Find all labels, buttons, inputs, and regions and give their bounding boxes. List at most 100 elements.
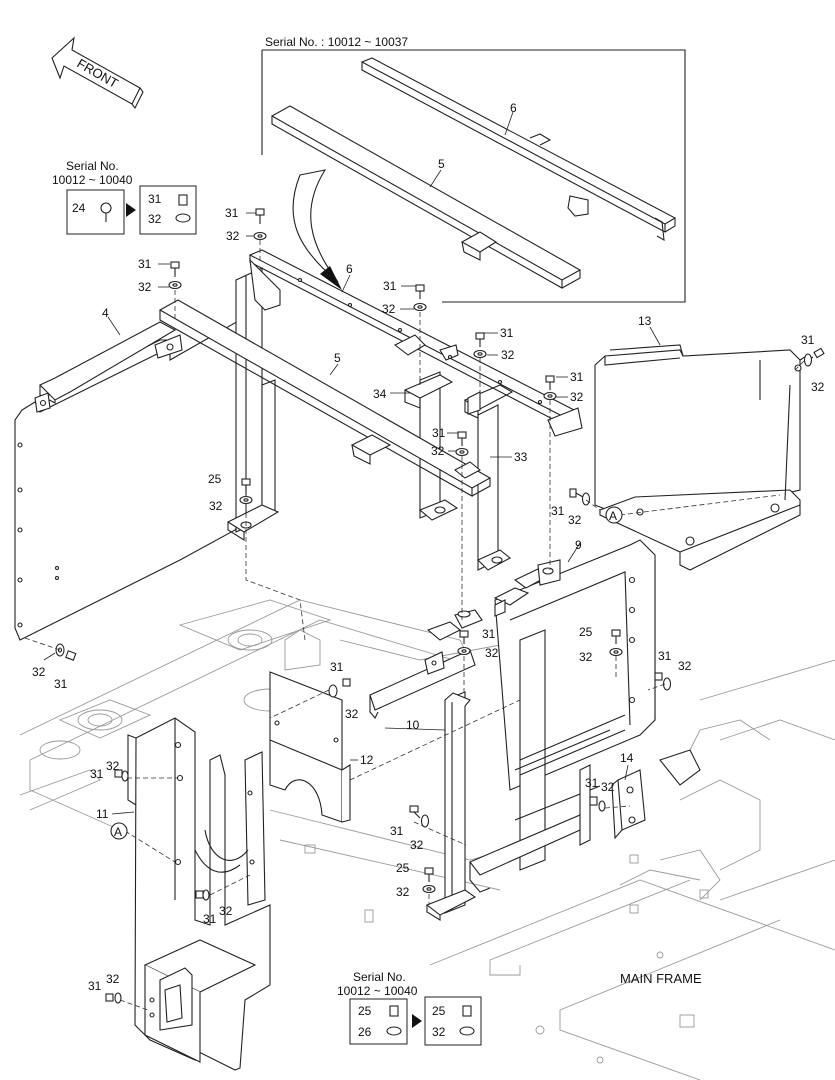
washer-icon <box>114 992 122 1004</box>
callout-6: 6 <box>346 262 353 276</box>
callout-32: 32 <box>209 499 223 513</box>
main-frame-label: MAIN FRAME <box>620 971 702 986</box>
washer-icon <box>543 391 557 401</box>
washer-icon <box>422 884 436 894</box>
bolt-icon <box>255 208 265 224</box>
callout-31: 31 <box>570 370 584 384</box>
leader-lines <box>43 111 661 815</box>
bolt-icon <box>342 678 351 687</box>
washer-icon <box>239 495 253 505</box>
washer-icon <box>662 677 672 691</box>
serial-left-line1: Serial No. <box>66 159 119 173</box>
callout-32: 32 <box>32 665 46 679</box>
callout-32: 32 <box>106 759 120 773</box>
callout-32: 32 <box>601 780 615 794</box>
callout-34: 34 <box>373 387 387 401</box>
bolt-icon <box>457 431 467 446</box>
bolt-icon <box>654 672 663 681</box>
callout-25: 25 <box>396 861 410 875</box>
callout-32: 32 <box>811 380 825 394</box>
serial-bottom-to-a: 25 <box>432 1004 446 1018</box>
part-14-bracket <box>611 749 701 840</box>
callout-32: 32 <box>579 650 593 664</box>
bolt-icon <box>65 650 77 661</box>
arrow-right-icon <box>412 1014 422 1028</box>
washer-icon <box>168 280 182 290</box>
bolt-icon <box>105 993 114 1002</box>
ref-marker-a-right: A <box>605 506 623 524</box>
part-6-bar <box>248 249 583 437</box>
callout-9: 9 <box>575 538 582 552</box>
callout-10: 10 <box>406 718 420 732</box>
serial-bottom-to-b: 32 <box>432 1025 446 1039</box>
washer-icon <box>455 447 469 457</box>
serial-left-from: 24 <box>72 201 86 215</box>
callout-32: 32 <box>570 390 584 404</box>
part-11-bracket <box>127 717 271 1071</box>
washer-icon <box>457 646 471 656</box>
part-13-cover <box>594 344 809 571</box>
callout-31: 31 <box>551 504 565 518</box>
ref-marker-a-left: A <box>110 822 128 840</box>
callout-31: 31 <box>500 326 514 340</box>
washer-icon <box>202 889 210 901</box>
callout-6-inset: 6 <box>510 101 517 115</box>
callout-32: 32 <box>396 885 410 899</box>
callout-13: 13 <box>638 314 652 328</box>
washer-icon <box>121 770 129 782</box>
serial-left-line2: 10012 ~ 10040 <box>52 173 133 187</box>
callout-31: 31 <box>390 824 404 838</box>
arrow-right-icon <box>126 203 136 217</box>
callout-32: 32 <box>345 707 359 721</box>
callout-31: 31 <box>225 206 239 220</box>
callout-31: 31 <box>88 979 102 993</box>
callout-12: 12 <box>360 753 374 767</box>
callout-32: 32 <box>138 280 152 294</box>
bolt-icon <box>589 796 598 806</box>
ref-a-label: A <box>609 509 617 523</box>
washer-icon <box>609 647 623 657</box>
callout-4: 4 <box>102 306 109 320</box>
serial-bottom-from-b: 26 <box>358 1025 372 1039</box>
bolt-icon <box>415 284 425 299</box>
part-12-plate <box>269 671 351 823</box>
callout-5-inset: 5 <box>438 157 445 171</box>
bolt-icon <box>459 630 469 644</box>
center-bracket <box>369 609 483 719</box>
bolt-icon <box>424 867 434 882</box>
part-9-frame <box>469 539 656 893</box>
callout-31: 31 <box>330 660 344 674</box>
callout-31: 31 <box>658 649 672 663</box>
callout-32: 32 <box>678 659 692 673</box>
callout-25: 25 <box>579 625 593 639</box>
serial-bottom-line1: Serial No. <box>353 970 406 984</box>
callout-25: 25 <box>208 472 222 486</box>
washer-icon <box>598 800 606 812</box>
washer-icon <box>328 684 338 698</box>
serial-box-bottom: Serial No. 10012 ~ 10040 25 26 25 32 <box>337 970 482 1046</box>
callout-33: 33 <box>514 450 528 464</box>
callout-32: 32 <box>382 302 396 316</box>
callout-32: 32 <box>410 838 424 852</box>
inset-frame: Serial No. : 10012 ~ 10037 <box>261 35 686 303</box>
inset-serial-label: Serial No. : 10012 ~ 10037 <box>265 35 408 49</box>
part-5-bar <box>158 299 492 497</box>
bolt-icon <box>545 375 555 390</box>
fasteners <box>55 208 825 1004</box>
callout-31: 31 <box>585 776 599 790</box>
ref-a-label: A <box>114 825 122 839</box>
washer-icon <box>581 492 591 506</box>
part-10-post <box>425 691 477 921</box>
washer-icon <box>803 353 813 367</box>
callout-32: 32 <box>485 646 499 660</box>
callout-32: 32 <box>219 904 233 918</box>
bolt-icon <box>611 629 621 644</box>
callout-31: 31 <box>138 257 152 271</box>
callout-32: 32 <box>568 513 582 527</box>
serial-bottom-line2: 10012 ~ 10040 <box>337 984 418 998</box>
serial-left-to-a: 31 <box>148 192 162 206</box>
washer-icon <box>473 349 487 359</box>
washer-icon <box>413 302 427 312</box>
callout-31: 31 <box>801 333 815 347</box>
